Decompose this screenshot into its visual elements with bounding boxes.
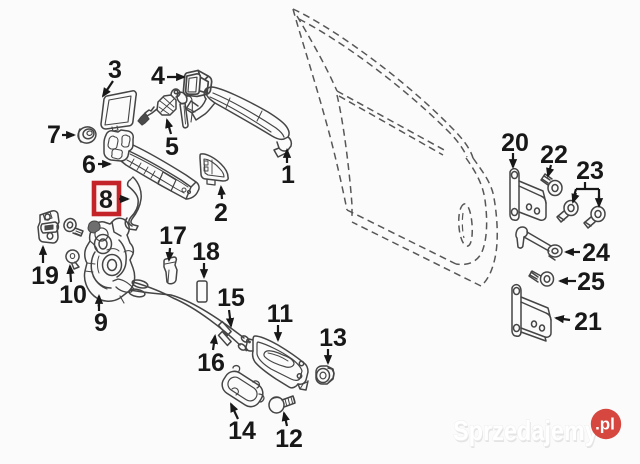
svg-text:6: 6 bbox=[82, 151, 96, 179]
svg-text:3: 3 bbox=[108, 56, 122, 84]
svg-text:11: 11 bbox=[267, 300, 294, 328]
svg-text:.pl: .pl bbox=[595, 415, 615, 434]
svg-text:15: 15 bbox=[217, 284, 245, 312]
svg-text:9: 9 bbox=[94, 309, 108, 337]
svg-text:16: 16 bbox=[197, 349, 225, 377]
svg-text:24: 24 bbox=[582, 239, 610, 267]
svg-text:23: 23 bbox=[576, 157, 604, 185]
svg-text:19: 19 bbox=[31, 262, 59, 290]
svg-text:13: 13 bbox=[319, 324, 347, 352]
svg-text:5: 5 bbox=[165, 133, 179, 161]
svg-text:14: 14 bbox=[228, 417, 256, 445]
svg-text:20: 20 bbox=[501, 129, 529, 157]
svg-text:18: 18 bbox=[192, 238, 220, 266]
svg-text:7: 7 bbox=[47, 121, 61, 149]
svg-text:25: 25 bbox=[577, 268, 605, 296]
svg-text:8: 8 bbox=[99, 186, 113, 214]
svg-text:17: 17 bbox=[159, 222, 187, 250]
svg-text:21: 21 bbox=[574, 308, 602, 336]
svg-text:12: 12 bbox=[275, 425, 303, 453]
svg-text:22: 22 bbox=[540, 141, 568, 169]
svg-text:10: 10 bbox=[59, 281, 87, 309]
svg-text:4: 4 bbox=[151, 62, 165, 90]
svg-text:2: 2 bbox=[214, 199, 228, 227]
svg-text:1: 1 bbox=[281, 161, 295, 189]
svg-text:Sprzedajemy: Sprzedajemy bbox=[453, 416, 599, 446]
svg-text:Sprzedajemy: Sprzedajemy bbox=[454, 418, 600, 448]
